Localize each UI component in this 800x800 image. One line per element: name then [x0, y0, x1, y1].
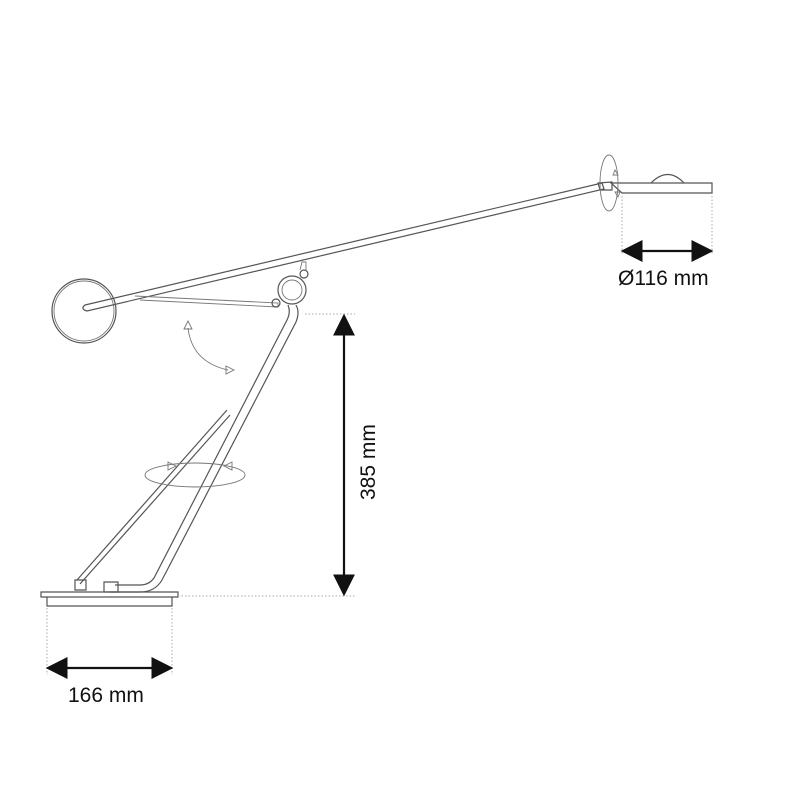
shade-diameter-label: Ø116 mm [618, 267, 709, 290]
lamp-shade [597, 173, 713, 194]
main-arm [82, 182, 605, 312]
tilt-arrow-icon [183, 319, 236, 375]
base-width-label: 166 mm [68, 684, 144, 707]
lamp-stand [74, 304, 299, 593]
rotate-base-arrow-icon [144, 461, 246, 488]
counterweight-disc [51, 278, 117, 344]
lamp-base [40, 591, 179, 607]
rotate-head-icon [599, 154, 621, 212]
pivot-joint [271, 261, 309, 308]
height-label: 385 mm [357, 424, 380, 500]
